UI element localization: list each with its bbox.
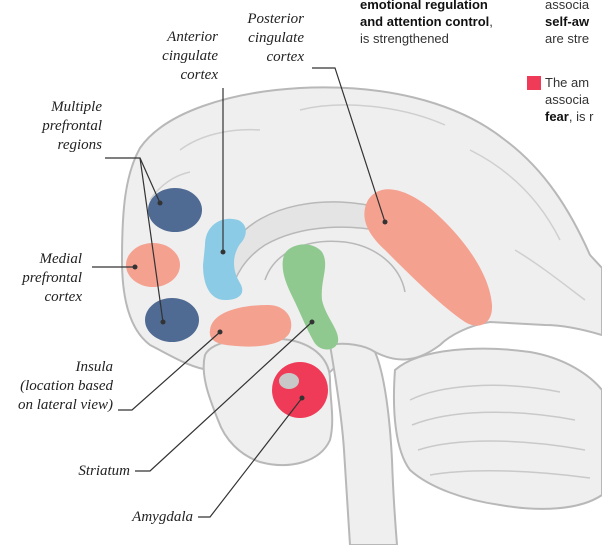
label-line: Insula bbox=[0, 358, 113, 377]
amygdala-core bbox=[278, 372, 300, 390]
legend-text: associa bbox=[545, 91, 593, 108]
label-line: Amygdala bbox=[100, 508, 193, 527]
label-line: regions bbox=[20, 136, 102, 155]
label-line: cortex bbox=[222, 48, 304, 67]
label-striatum: Striatum bbox=[40, 462, 130, 481]
legend-bold-text: and attention control bbox=[360, 14, 489, 29]
label-line: cortex bbox=[140, 66, 218, 85]
legend-text: is strengthened bbox=[360, 30, 493, 47]
label-line: Anterior bbox=[140, 28, 218, 47]
legend-text: , is r bbox=[569, 109, 594, 124]
label-line: cortex bbox=[0, 288, 82, 307]
label-medial-prefrontal: Medial prefrontal cortex bbox=[0, 250, 82, 307]
label-anterior-cingulate: Anterior cingulate cortex bbox=[140, 28, 218, 85]
legend-right-top: associa self-aw are stre bbox=[545, 0, 589, 47]
label-multiple-prefrontal: Multiple prefrontal regions bbox=[20, 98, 102, 155]
legend-right-red: The am associa fear, is r bbox=[545, 74, 593, 125]
label-line: Multiple bbox=[20, 98, 102, 117]
legend-text: The am bbox=[545, 74, 593, 91]
cerebrum bbox=[122, 87, 602, 377]
label-line: Medial bbox=[0, 250, 82, 269]
brainstem bbox=[330, 344, 397, 545]
label-line: cingulate bbox=[222, 29, 304, 48]
cerebellum bbox=[394, 349, 602, 509]
legend-swatch-red bbox=[527, 76, 541, 90]
label-line: Posterior bbox=[222, 10, 304, 29]
multiple-prefrontal-region-bottom bbox=[145, 298, 199, 342]
legend-bold-text: emotional regulation bbox=[360, 0, 488, 12]
legend-text: are stre bbox=[545, 30, 589, 47]
amygdala-region bbox=[272, 362, 328, 418]
label-line: Striatum bbox=[40, 462, 130, 481]
label-line: on lateral view) bbox=[0, 396, 113, 415]
legend-text: , bbox=[489, 14, 493, 29]
label-line: prefrontal bbox=[0, 269, 82, 288]
legend-text: associa bbox=[545, 0, 589, 13]
legend-bold-text: self-aw bbox=[545, 14, 589, 29]
legend-middle: emotional regulation and attention contr… bbox=[360, 0, 493, 47]
label-line: (location based bbox=[0, 377, 113, 396]
label-posterior-cingulate: Posterior cingulate cortex bbox=[222, 10, 304, 67]
label-line: cingulate bbox=[140, 47, 218, 66]
legend-bold-text: fear bbox=[545, 109, 569, 124]
label-amygdala: Amygdala bbox=[100, 508, 193, 527]
label-insula: Insula (location based on lateral view) bbox=[0, 358, 113, 415]
label-line: prefrontal bbox=[20, 117, 102, 136]
